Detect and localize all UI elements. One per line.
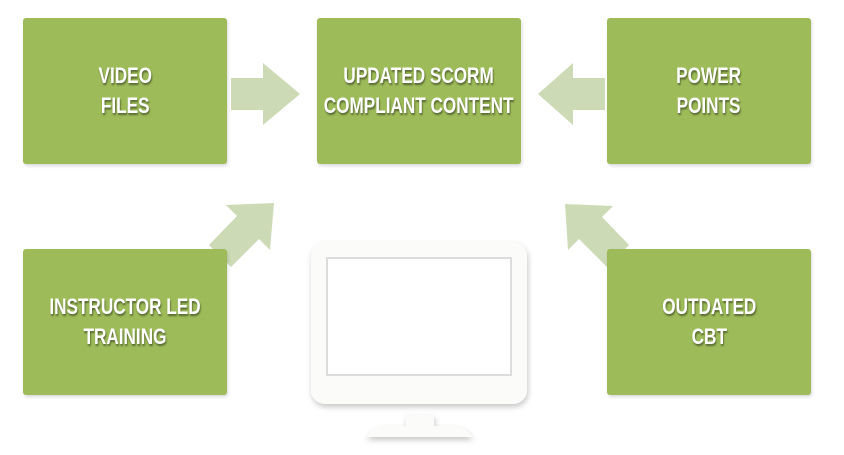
box-label-line: COMPLIANT CONTENT: [324, 93, 514, 118]
box-label-line: CBT: [691, 324, 727, 349]
monitor-screen: [326, 257, 512, 376]
arrow-right-icon: [231, 63, 300, 125]
arrow-left-icon: [538, 63, 605, 125]
box-updated-scorm-content: UPDATED SCORM COMPLIANT CONTENT: [317, 18, 521, 164]
box-label-line: VIDEO: [98, 63, 152, 88]
box-label-line: POINTS: [677, 93, 741, 118]
box-label-line: POWER: [676, 63, 742, 88]
box-label-line: UPDATED SCORM: [343, 63, 495, 88]
box-instructor-led-training: INSTRUCTOR LED TRAINING: [23, 249, 227, 395]
box-power-points: POWER POINTS: [607, 18, 811, 164]
box-outdated-cbt: OUTDATED CBT: [607, 249, 811, 395]
box-video-files: VIDEO FILES: [23, 18, 227, 164]
box-label-line: TRAINING: [83, 324, 167, 349]
box-label-line: INSTRUCTOR LED: [49, 294, 201, 319]
box-label-line: FILES: [100, 93, 150, 118]
box-label-line: OUTDATED: [661, 294, 757, 319]
